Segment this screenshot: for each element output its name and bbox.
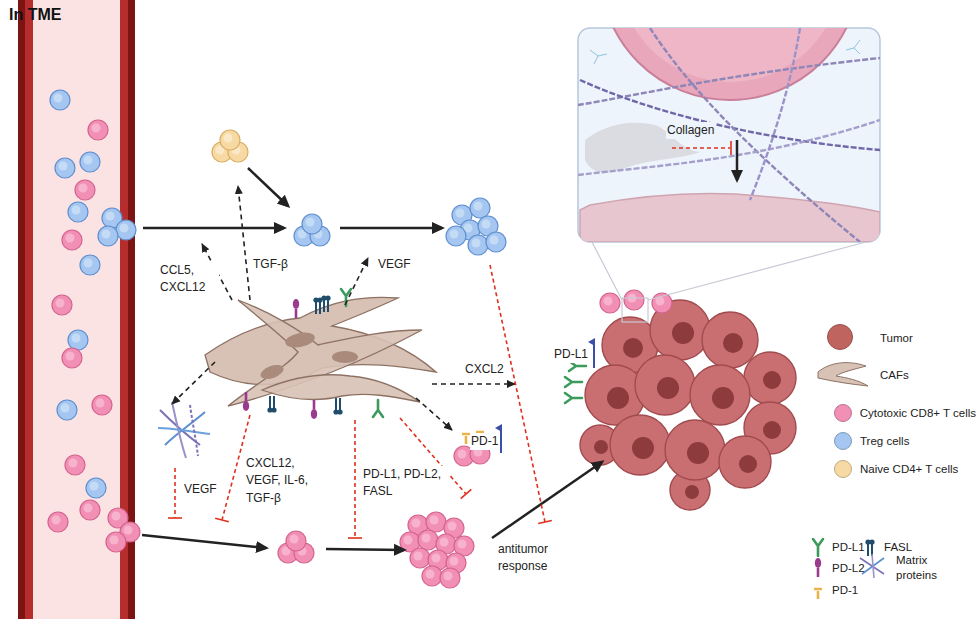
annotation-label: PD-L1 [553,346,589,363]
annotation-label: CXCL12, VEGF, IL-6, TGF-β [245,455,319,507]
legend-label: FASL [884,540,912,555]
diagram-title: In TME [9,6,61,24]
legend-label: Cytotoxic CD8+ T cells [860,406,976,421]
legend-label: Tumor [880,331,913,346]
legend-swatch [827,324,853,350]
legend-label: PD-1 [832,583,858,598]
legend-label: Treg cells [860,434,909,449]
legend-swatch [834,404,852,422]
legend-swatch [834,460,852,478]
annotation-label: PD-L1, PD-L2, FASL [362,466,450,501]
annotation-label: TGF-β [252,256,289,273]
legend-swatch [834,432,852,450]
legend-label: Naive CD4+ T cells [860,462,958,477]
annotation-label: CCL5, CXCL12 [159,262,219,297]
annotation-label: Collagen [666,122,715,139]
legend-label: Matrix proteins [896,553,958,583]
annotation-label: antitumor response [497,541,563,576]
legend-label: CAFs [880,368,909,383]
legend-label: PD-L1 [832,540,865,555]
annotation-label: CXCL2 [464,361,505,378]
annotation-label: PD-1 [470,433,499,450]
annotation-label: VEGF [183,481,218,498]
legend-label: PD-L2 [832,561,865,576]
annotation-label: VEGF [377,256,412,273]
